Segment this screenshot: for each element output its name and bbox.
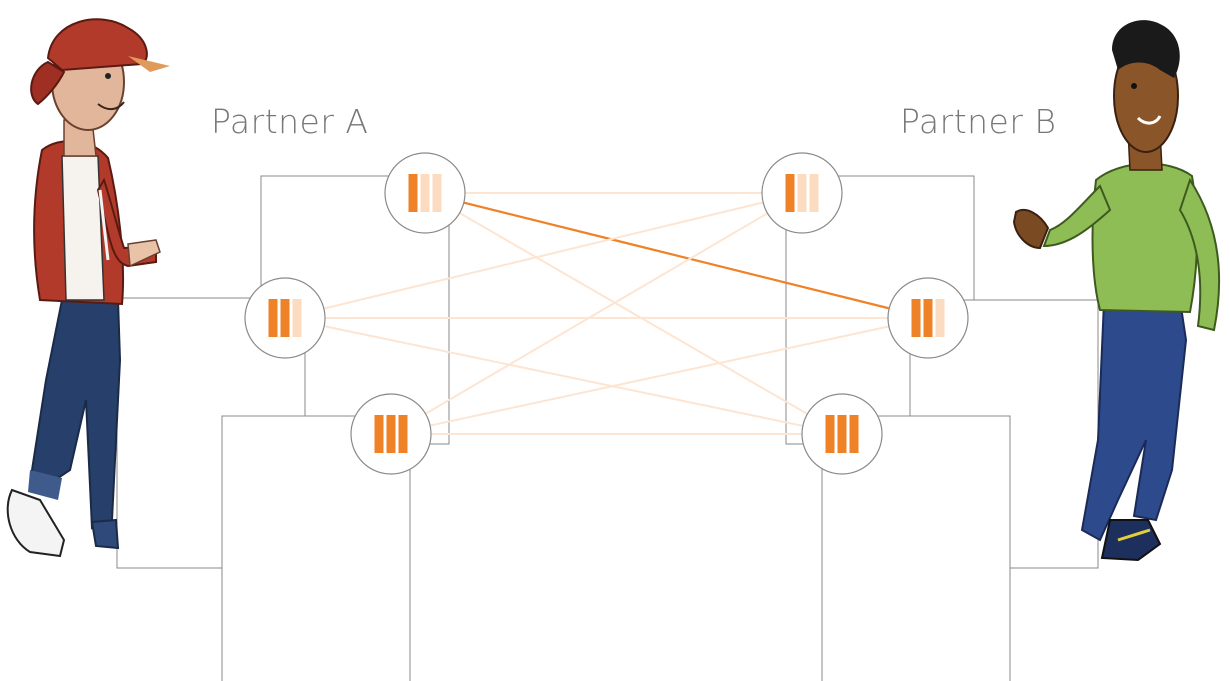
partner-a-label: Partner A xyxy=(211,102,369,141)
level-bar-3 xyxy=(849,415,859,453)
connection-a-top-b-bottom xyxy=(424,192,843,435)
level-bar-1 xyxy=(785,174,795,212)
level-bar-2 xyxy=(923,299,933,337)
level-bar-3 xyxy=(292,299,302,337)
level-bar-2 xyxy=(386,415,396,453)
level-bar-1 xyxy=(825,415,835,453)
connection-a-top-b-middle xyxy=(424,191,929,320)
person-a-illustration xyxy=(6,18,170,558)
node-b-middle[interactable] xyxy=(887,277,969,359)
person-b-illustration xyxy=(1012,20,1221,562)
connection-a-middle-b-top xyxy=(284,192,803,319)
level-bar-1 xyxy=(374,415,384,453)
node-a-top[interactable] xyxy=(384,152,466,234)
node-b-bottom[interactable] xyxy=(801,393,883,475)
level-bar-2 xyxy=(280,299,290,337)
level-bar-1 xyxy=(268,299,278,337)
partner-b-label: Partner B xyxy=(900,102,1057,141)
level-bar-2 xyxy=(420,174,430,212)
level-bar-3 xyxy=(398,415,408,453)
level-bar-3 xyxy=(935,299,945,337)
connection-a-bottom-b-middle xyxy=(390,317,929,435)
level-bar-1 xyxy=(408,174,418,212)
connection-a-middle-b-bottom xyxy=(284,317,843,435)
level-bar-2 xyxy=(797,174,807,212)
node-a-middle[interactable] xyxy=(244,277,326,359)
node-b-top[interactable] xyxy=(761,152,843,234)
node-circles xyxy=(244,152,969,475)
level-bar-1 xyxy=(911,299,921,337)
connection-lines xyxy=(284,191,929,435)
level-bar-3 xyxy=(432,174,442,212)
level-bar-2 xyxy=(837,415,847,453)
level-bar-3 xyxy=(809,174,819,212)
connection-a-bottom-b-top xyxy=(390,192,803,435)
node-a-bottom[interactable] xyxy=(350,393,432,475)
